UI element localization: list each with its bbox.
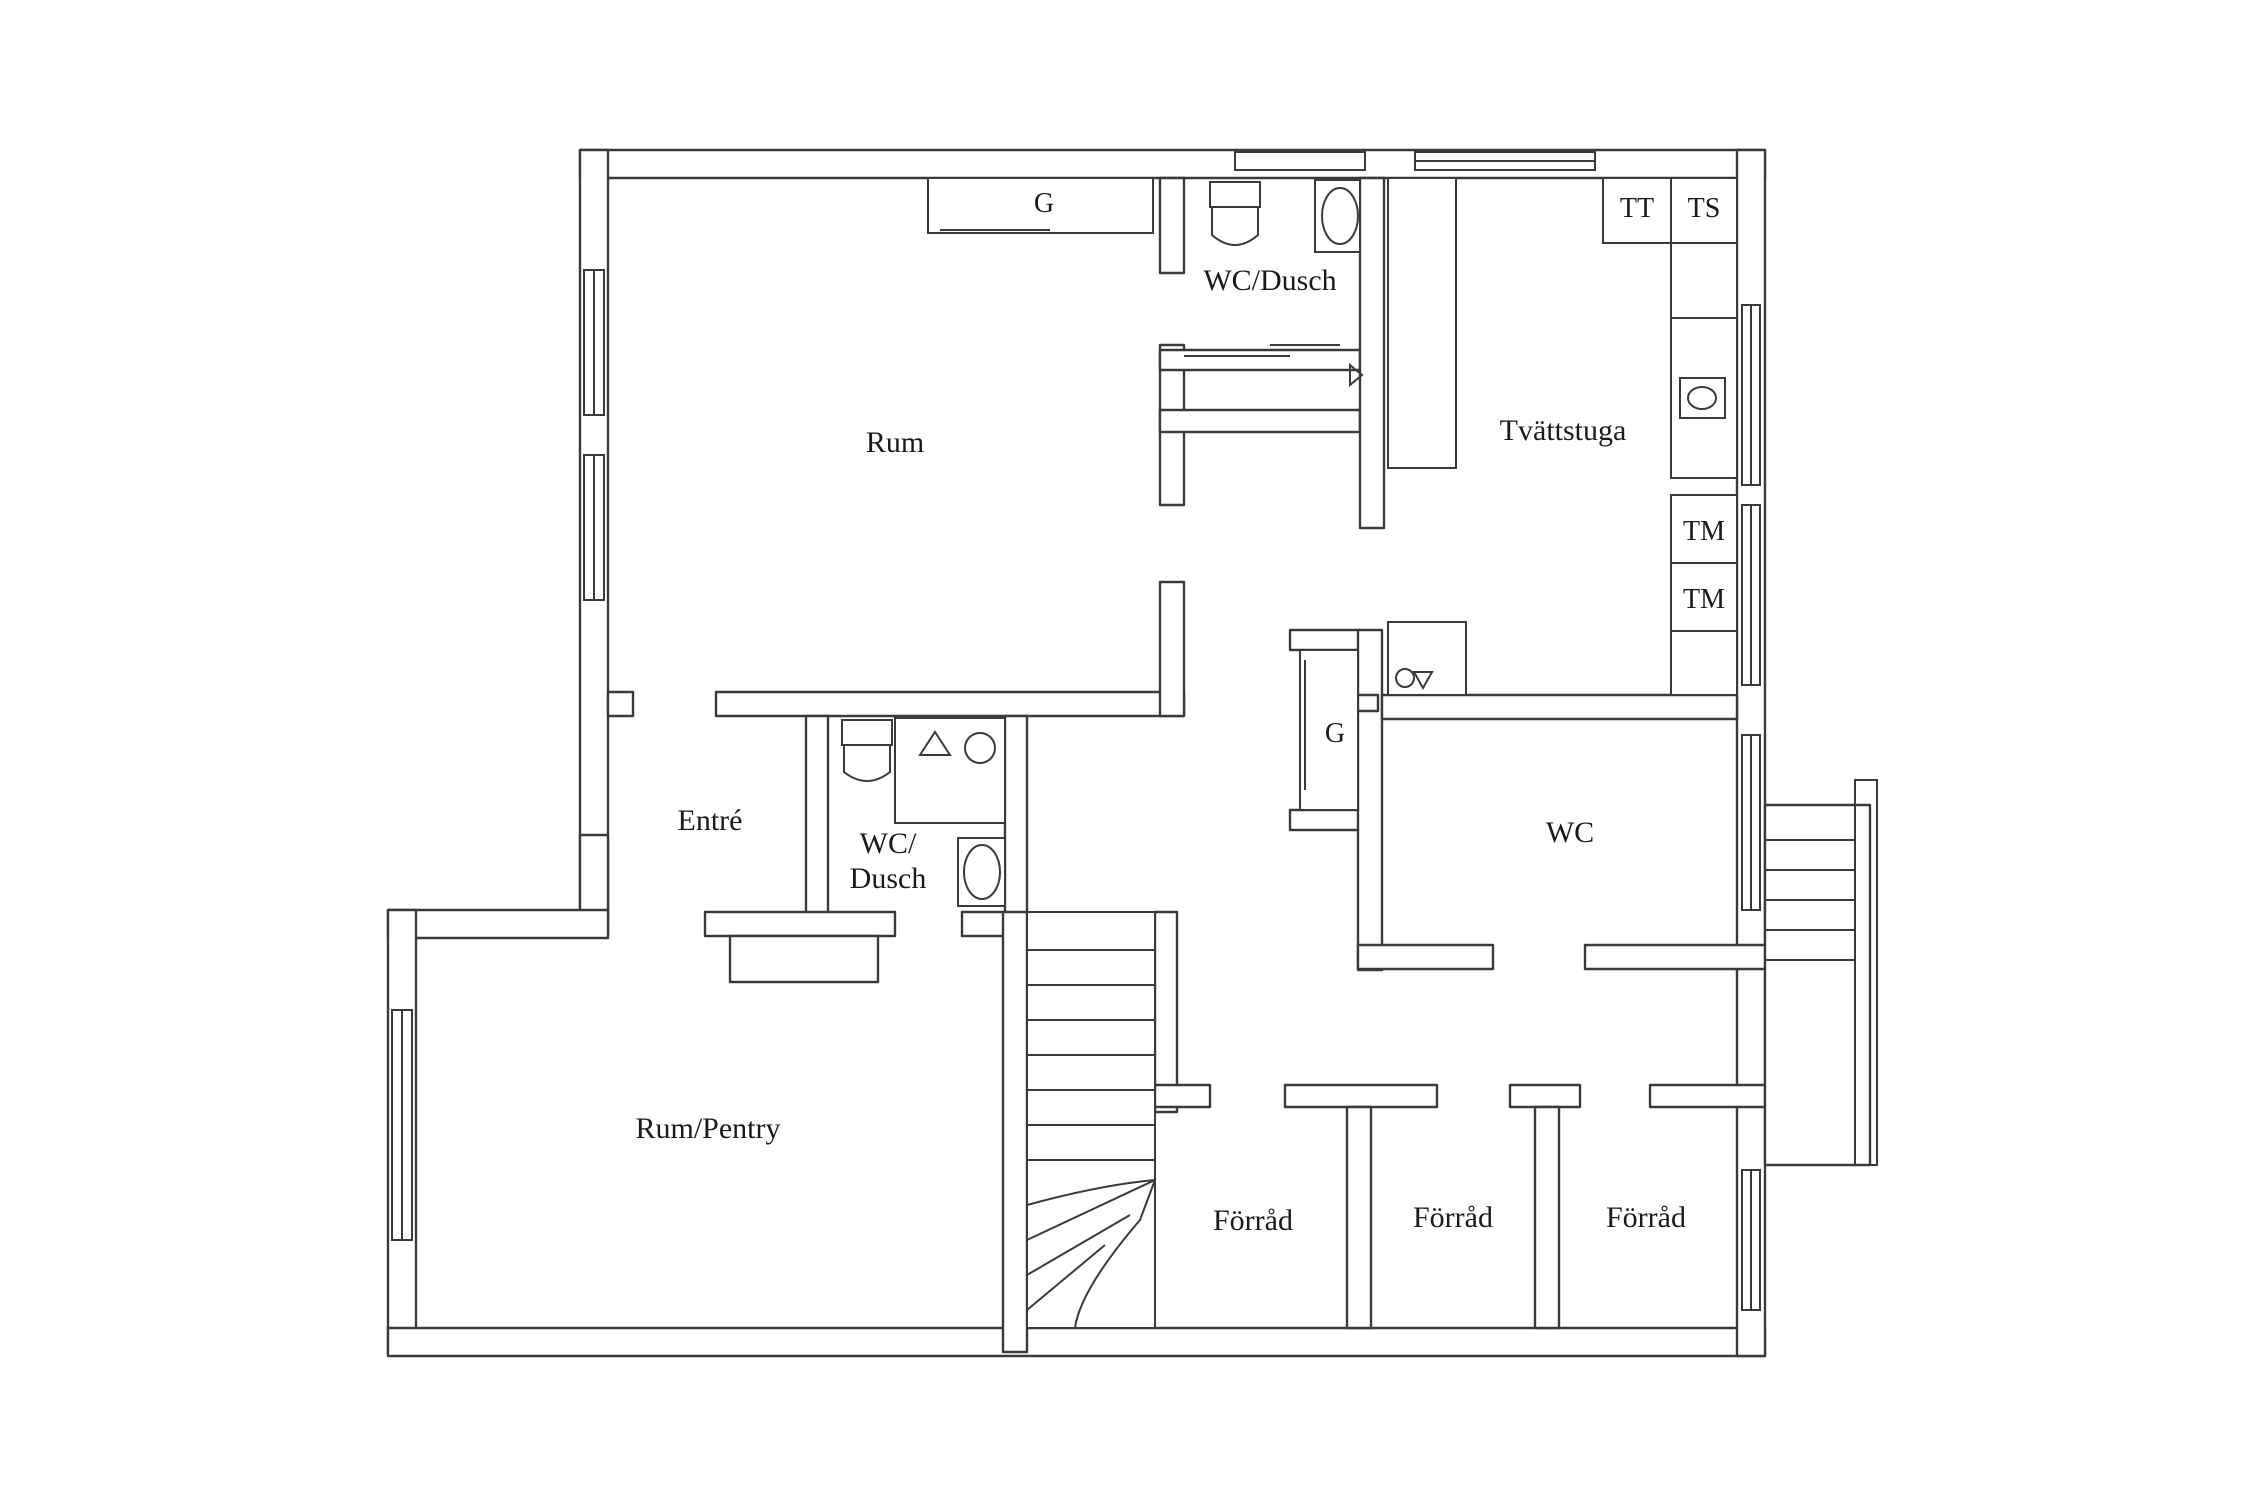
room-labels: Rum WC/Dusch Tvättstuga Entré WC/ Dusch …: [635, 264, 1686, 1237]
label-tm-2: TM: [1683, 584, 1725, 615]
label-tt: TT: [1620, 193, 1654, 224]
label-wc-dusch-top: WC/Dusch: [1203, 264, 1336, 297]
label-rum: Rum: [866, 426, 924, 459]
label-tm-1: TM: [1683, 516, 1725, 547]
label-wc: WC: [1546, 816, 1594, 849]
external-stair: [1763, 779, 1878, 1167]
label-entre: Entré: [678, 804, 743, 837]
label-forrad-1: Förråd: [1213, 1204, 1293, 1237]
label-forrad-2: Förråd: [1413, 1201, 1493, 1234]
label-rum-pentry: Rum/Pentry: [635, 1112, 780, 1145]
label-wc-dusch-mid-2: Dusch: [850, 862, 927, 895]
label-tvattstuga: Tvättstuga: [1500, 414, 1627, 447]
fixture-labels: G G TT TS TM TM: [1034, 188, 1725, 749]
interior-walls: [606, 176, 1767, 1354]
windows: [391, 151, 1761, 1311]
label-ts: TS: [1688, 193, 1721, 224]
label-g-top: G: [1034, 188, 1054, 219]
label-forrad-3: Förråd: [1606, 1201, 1686, 1234]
fixtures: [841, 177, 1738, 907]
label-wc-dusch-mid-1: WC/: [860, 827, 917, 860]
label-g-mid: G: [1325, 718, 1345, 749]
interior-stair: [1026, 911, 1157, 1329]
